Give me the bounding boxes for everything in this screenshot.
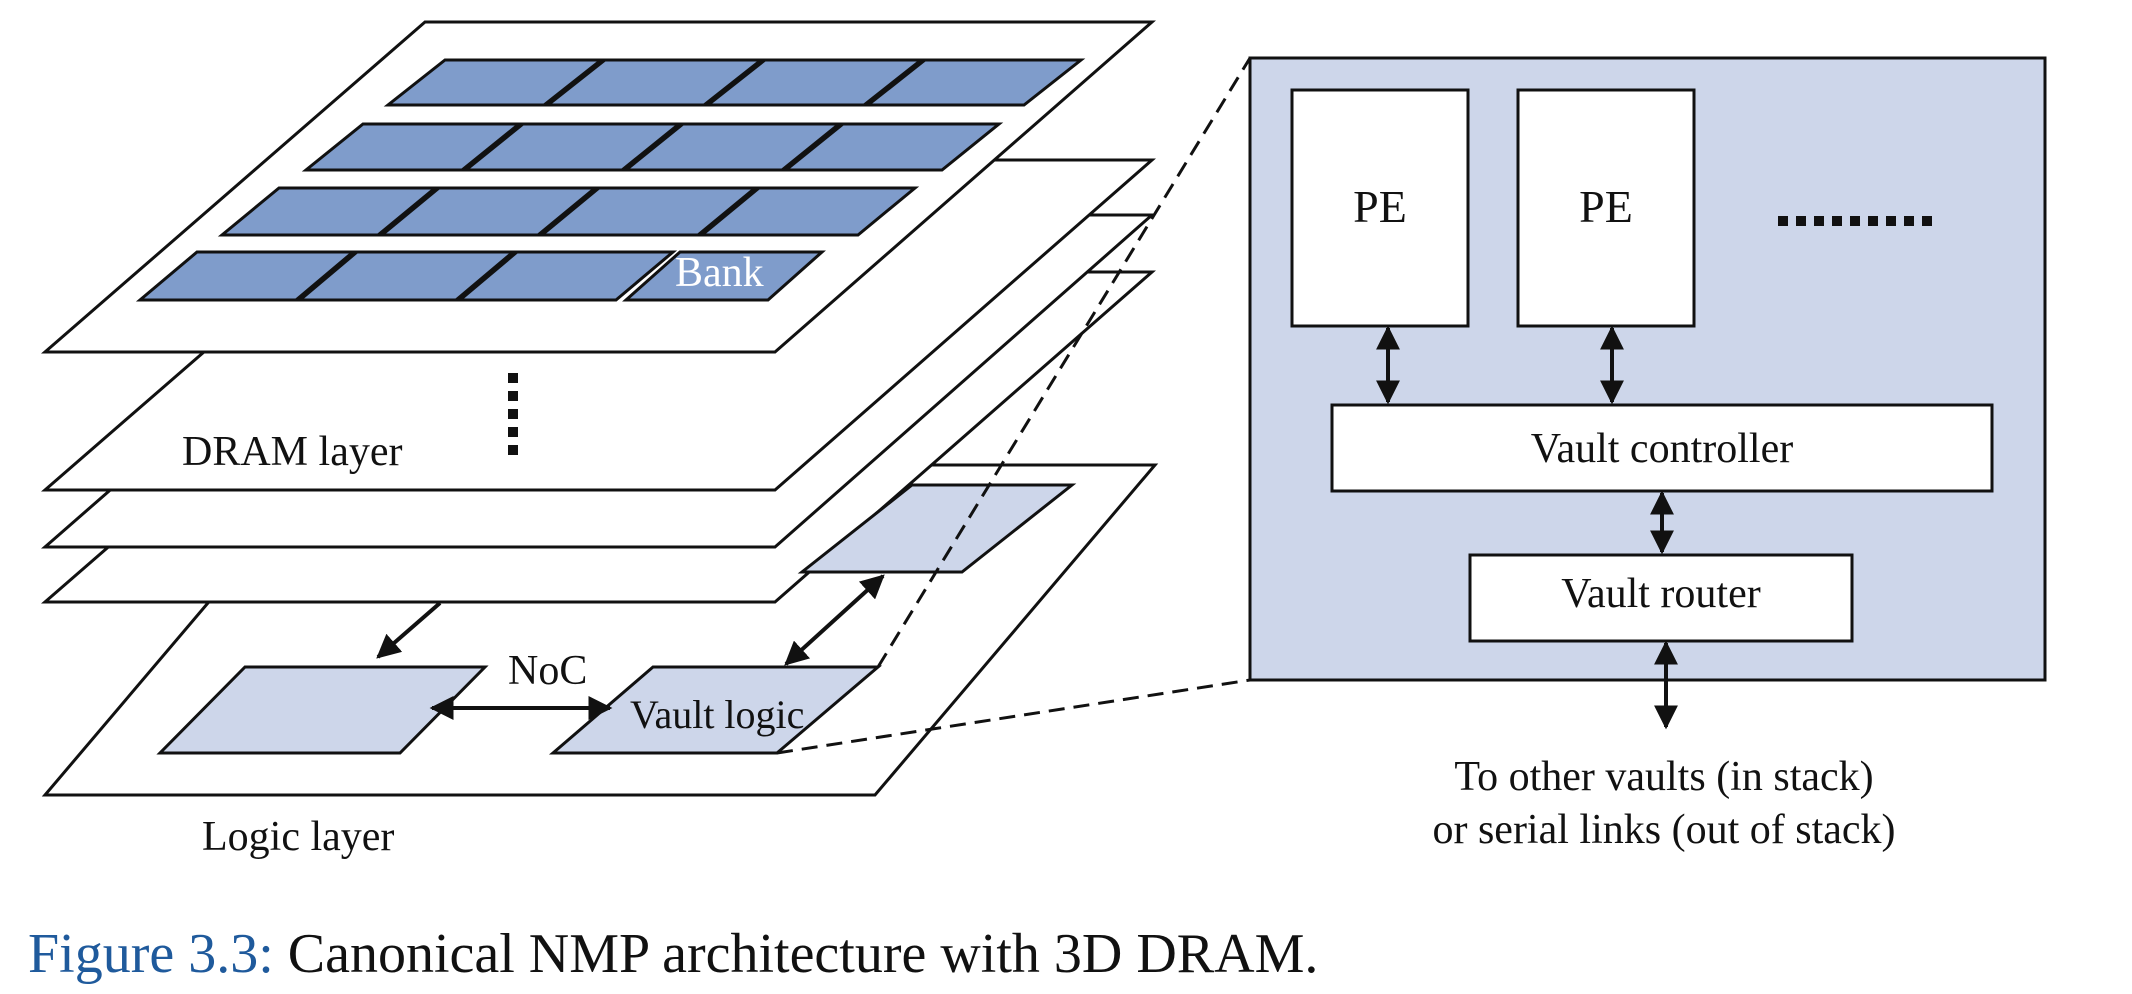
bank-cell — [697, 186, 920, 237]
pe-box-2 — [1516, 88, 1696, 328]
figure-caption-label: Figure 3.3: — [28, 923, 274, 985]
bank-cell — [301, 122, 524, 172]
vault-vertical-arrow — [784, 574, 885, 666]
bank-cell — [537, 186, 760, 237]
figure-caption: Figure 3.3: Canonical NMP architecture w… — [28, 922, 1318, 986]
pe-label-2: PE — [1579, 181, 1633, 232]
nmp-architecture-diagram: Bank DRAM layer NoC Vault logic Logic la… — [40, 20, 2047, 860]
noc-label: NoC — [508, 648, 587, 694]
pe-label-1: PE — [1353, 181, 1407, 232]
dram-to-logic-arrow — [376, 601, 442, 659]
more-pe-ellipsis — [1778, 216, 1932, 226]
logic-layer-label: Logic layer — [202, 814, 394, 860]
bank-cell — [461, 122, 684, 172]
bank-cell — [295, 250, 518, 302]
vault-controller-label: Vault controller — [1531, 426, 1793, 472]
vault-controller-box — [1330, 403, 1994, 493]
bank-grid — [135, 58, 1086, 302]
external-link-label-line2: or serial links (out of stack) — [1432, 807, 1895, 853]
external-link-label-line1: To other vaults (in stack) — [1454, 754, 1873, 800]
vault-router-label: Vault router — [1561, 571, 1760, 617]
bank-cell — [135, 250, 358, 302]
bank-cell — [863, 58, 1086, 107]
bank-cell — [217, 186, 440, 237]
bank-cell — [622, 250, 826, 302]
bank-cell — [781, 122, 1004, 172]
bank-cell — [377, 186, 600, 237]
bank-cell — [543, 58, 766, 107]
vault-router-box — [1468, 553, 1854, 643]
zoom-line-top — [876, 57, 1252, 668]
zoom-line-bottom — [776, 678, 1251, 755]
bank-cell — [703, 58, 926, 107]
vault-region-block — [797, 483, 1077, 574]
bank-label: Bank — [675, 250, 764, 296]
pe-box-1 — [1290, 88, 1470, 328]
figure-caption-text: Canonical NMP architecture with 3D DRAM. — [273, 923, 1319, 985]
dram-layer-label: DRAM layer — [182, 429, 402, 475]
bank-cell — [455, 250, 678, 302]
vault-logic-block-left — [156, 665, 489, 755]
bank-cell — [621, 122, 844, 172]
vault-logic-label: Vault logic — [630, 692, 804, 737]
bank-cell — [383, 58, 606, 107]
layer-ellipsis — [508, 373, 518, 455]
